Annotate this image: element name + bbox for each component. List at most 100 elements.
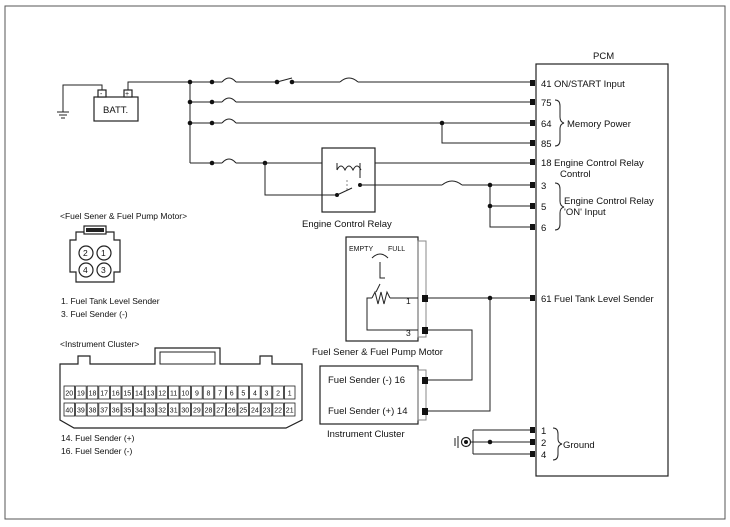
pcm-pin-number: 6 bbox=[541, 223, 546, 234]
wire-to-pin-85 bbox=[441, 123, 530, 144]
pcm-pin-terminal bbox=[530, 427, 535, 433]
pcm-pin-terminal bbox=[530, 159, 535, 165]
pcm-pin-number: 75 bbox=[541, 98, 552, 109]
fuel-sender-module: EMPTY FULL 1 3 Fuel Sener & Fuel Pump Mo… bbox=[312, 236, 530, 412]
fuel-sender-shield bbox=[417, 240, 427, 338]
cluster-connector-pin: 31 bbox=[170, 408, 178, 415]
cluster-connector-cavity bbox=[272, 402, 284, 417]
cluster-connector-pin: 37 bbox=[100, 408, 108, 415]
pcm-pin-label: ON/START Input bbox=[554, 79, 625, 90]
fuse-icon bbox=[221, 77, 237, 83]
pcm-pin-terminal bbox=[530, 140, 535, 146]
pcm-pin-terminal bbox=[530, 182, 535, 188]
cluster-connector-pin: 12 bbox=[158, 391, 166, 398]
fuel-connector-pin: 1 bbox=[101, 248, 106, 258]
pcm-pin-number: 85 bbox=[541, 139, 552, 150]
cluster-connector-pin: 26 bbox=[228, 408, 236, 415]
cluster-connector-cavity bbox=[179, 385, 192, 400]
cluster-connector-cavity bbox=[75, 385, 87, 400]
fuel-connector-pin: 2 bbox=[83, 248, 88, 258]
fuel-connector-outline bbox=[69, 231, 121, 283]
relay-box bbox=[321, 147, 376, 213]
cluster-connector-pin: 38 bbox=[89, 408, 97, 415]
relay-coil-icon bbox=[336, 165, 362, 172]
cluster-connector-pin: 8 bbox=[207, 391, 211, 398]
sender-pin3-wire bbox=[366, 297, 418, 331]
relay-input-brace bbox=[554, 182, 565, 231]
cluster-connector-pin: 3 bbox=[265, 391, 269, 398]
relay-input-wire bbox=[264, 163, 337, 196]
cluster-connector-cavity bbox=[144, 402, 157, 417]
instrument-cluster-box bbox=[319, 365, 419, 425]
cluster-pin16-label: Fuel Sender (-) 16 bbox=[328, 375, 405, 386]
full-label: FULL bbox=[388, 246, 405, 253]
resistor-icon bbox=[371, 290, 391, 305]
junction-dot bbox=[487, 203, 493, 209]
cluster-connector-cavity bbox=[249, 385, 261, 400]
fuel-connector-legend: 1. Fuel Tank Level Sender bbox=[61, 296, 160, 306]
cluster-connector-cavity bbox=[225, 402, 238, 417]
cluster-connector-cavity bbox=[202, 385, 215, 400]
cluster-connector-pin: 27 bbox=[216, 408, 224, 415]
float-arm-icon bbox=[379, 262, 385, 279]
cluster-connector-pin: 23 bbox=[263, 408, 271, 415]
battery-ground-wire bbox=[62, 84, 103, 112]
fuel-connector-legend: 3. Fuel Sender (-) bbox=[61, 309, 128, 319]
pcm-title: PCM bbox=[593, 51, 614, 62]
float-arc-icon bbox=[371, 253, 389, 259]
cluster-connector-pin: 4 bbox=[253, 391, 257, 398]
cluster-connector-pin: 19 bbox=[77, 391, 85, 398]
pcm-pin-terminal bbox=[530, 80, 535, 86]
fuel-connector-pin: 4 bbox=[83, 265, 88, 275]
cluster-connector-cavity bbox=[75, 402, 87, 417]
cluster-connector-pin: 20 bbox=[65, 391, 73, 398]
cluster-connector-pin: 6 bbox=[230, 391, 234, 398]
diagram-frame bbox=[4, 5, 726, 520]
sender-ground-wire bbox=[428, 329, 473, 381]
cluster-connector-cavity bbox=[202, 402, 215, 417]
cluster-connector-cavity bbox=[144, 385, 157, 400]
pcm-control-label: Control bbox=[560, 169, 591, 180]
cluster-connector-cavity bbox=[272, 385, 284, 400]
cluster-connector-legend: 14. Fuel Sender (+) bbox=[61, 433, 135, 443]
ground-label: Ground bbox=[563, 440, 595, 451]
cluster-connector-cavity bbox=[214, 402, 226, 417]
cluster-connector-pin: 17 bbox=[100, 391, 108, 398]
pcm-pin-number: 5 bbox=[541, 202, 546, 213]
junction-dot bbox=[487, 439, 493, 445]
pcm-pin-number: 2 bbox=[541, 438, 546, 449]
junction-dot bbox=[487, 182, 493, 188]
cluster-pin14-label: Fuel Sender (+) 14 bbox=[328, 406, 407, 417]
instrument-cluster-label: Instrument Cluster bbox=[327, 429, 405, 440]
cluster-connector-pin: 33 bbox=[147, 408, 155, 415]
cluster-connector-pin: 7 bbox=[218, 391, 222, 398]
fuel-connector-title: <Fuel Sener & Fuel Pump Motor> bbox=[60, 211, 187, 221]
cluster-connector-pin: 24 bbox=[251, 408, 259, 415]
pcm-module: PCM 41 75 64 85 18 3 5 6 61 1 2 4 ON/STA… bbox=[530, 51, 669, 477]
cluster-connector-cavity bbox=[121, 402, 134, 417]
cluster-connector-pin: 39 bbox=[77, 408, 85, 415]
pcm-pin-number: 1 bbox=[541, 426, 546, 437]
cluster-shield bbox=[417, 369, 427, 421]
fuse-icon bbox=[221, 97, 237, 103]
cluster-connector-cavity bbox=[249, 402, 261, 417]
cluster-connector-cavity bbox=[283, 402, 296, 417]
junction-dot bbox=[209, 120, 215, 126]
battery-plus-sign: + bbox=[125, 91, 129, 98]
empty-label: EMPTY bbox=[349, 246, 373, 253]
cluster-connector-cavity bbox=[63, 402, 76, 417]
cluster-connector-pin: 36 bbox=[112, 408, 120, 415]
junction-dot bbox=[439, 120, 445, 126]
cluster-connector-pin: 29 bbox=[193, 408, 201, 415]
fuel-connector-pin: 3 bbox=[101, 265, 106, 275]
battery-positive-wire bbox=[127, 81, 190, 90]
pcm-pin-label: Fuel Tank Level Sender bbox=[554, 294, 654, 305]
battery-label: BATT. bbox=[103, 105, 128, 116]
cluster-connector-cavity bbox=[133, 402, 145, 417]
battery-box bbox=[93, 96, 139, 122]
memory-power-brace bbox=[554, 99, 565, 147]
pcm-pin-terminal bbox=[530, 451, 535, 457]
cluster-connector-pin: 1 bbox=[288, 391, 292, 398]
